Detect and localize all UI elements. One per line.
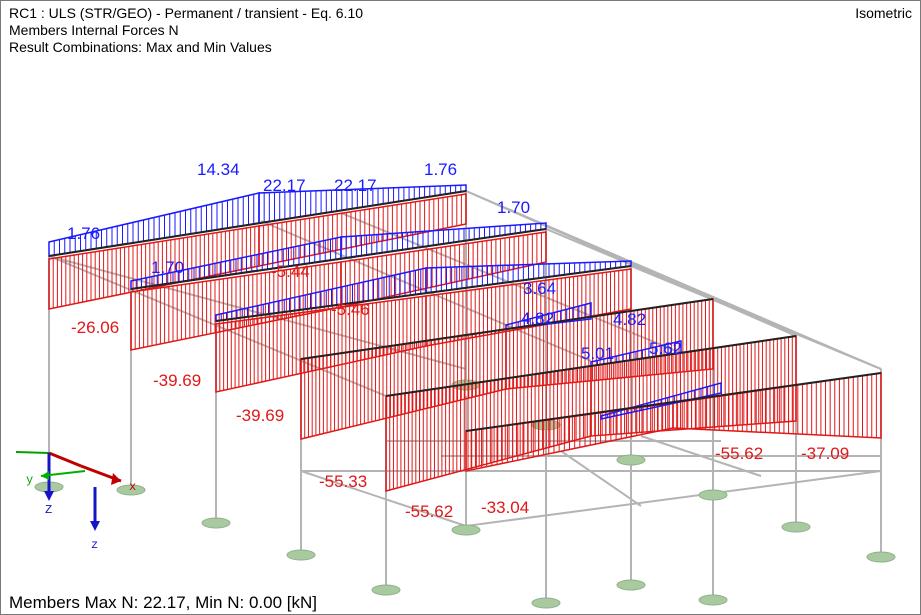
negative-force-label: -39.69 (236, 406, 284, 425)
member-line (300, 298, 714, 360)
axis-z-global-label: z (91, 538, 98, 552)
member-line (130, 228, 547, 290)
support-node (286, 549, 316, 561)
negative-force-label: -39.69 (153, 371, 201, 390)
positive-force-label: 4.82 (613, 310, 646, 329)
result-type-title: Members Internal Forces N (9, 22, 179, 38)
positive-force-label: 1.76 (424, 160, 457, 179)
axis-triad: x y Z z (15, 451, 136, 552)
positive-force-label: 1.70 (151, 258, 184, 277)
member-line (385, 335, 797, 397)
support-node (451, 524, 481, 536)
negative-force-label: -26.06 (71, 318, 119, 337)
negative-force-label: -55.62 (715, 444, 763, 463)
positive-force-label: 3.64 (523, 279, 556, 298)
support-node (781, 521, 811, 533)
support-node (371, 584, 401, 596)
view-mode-label: Isometric (855, 5, 912, 21)
positive-force-label: 22.17 (334, 176, 377, 195)
negative-force-label: -55.33 (319, 472, 367, 491)
axis-y-label: y (26, 473, 33, 487)
result-summary: Members Max N: 22.17, Min N: 0.00 [kN] (9, 593, 317, 612)
force-diagrams (48, 184, 882, 492)
member-line (465, 372, 882, 432)
negative-force-label: -5.46 (331, 300, 370, 319)
member-line (48, 190, 467, 257)
negative-force-label: -33.04 (481, 498, 529, 517)
support-node (616, 454, 646, 466)
positive-force-label: 14.34 (197, 160, 240, 179)
force-value-labels: 14.34 22.17 22.17 1.76 1.76 1.70 1.70 3.64 4.82 4… (67, 160, 849, 521)
axis-x-label: x (129, 480, 136, 494)
result-combination-title: Result Combinations: Max and Min Values (9, 39, 272, 55)
negative-force-label: -37.09 (801, 444, 849, 463)
negative-force-label: -55.62 (405, 502, 453, 521)
support-node (616, 579, 646, 591)
positive-force-label: 22.17 (263, 176, 306, 195)
support-node (116, 484, 146, 496)
member-line (215, 265, 632, 322)
support-node (201, 517, 231, 529)
support-node (698, 594, 728, 606)
load-combination-title: RC1 : ULS (STR/GEO) - Permanent / transi… (9, 5, 364, 21)
positive-force-label: 1.70 (497, 198, 530, 217)
positive-force-label: 1.76 (67, 224, 100, 243)
axis-z-label: Z (45, 503, 52, 517)
positive-force-label: 5.01 (581, 344, 614, 363)
positive-force-label: 5.62 (649, 339, 682, 358)
negative-force-label: -5.44 (271, 262, 310, 281)
positive-force-label: 4.82 (521, 309, 554, 328)
support-node (866, 551, 896, 563)
support-node (531, 597, 561, 609)
support-node (698, 489, 728, 501)
